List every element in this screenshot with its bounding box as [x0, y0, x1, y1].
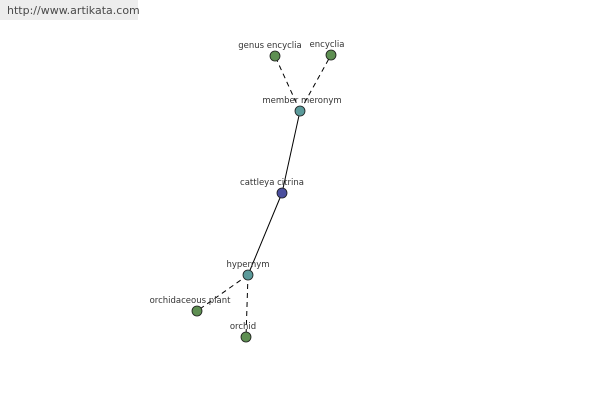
node-label-encyclia: encyclia	[310, 40, 345, 50]
edge-member-meronym-to-encyclia	[299, 54, 332, 112]
edge-hypernym-to-orchid	[245, 274, 249, 338]
edge-cattleya-citrina-to-hypernym	[247, 192, 283, 276]
edge-hypernym-to-orchidaceous-plant	[196, 274, 249, 312]
node-member-meronym[interactable]	[294, 105, 306, 117]
node-orchid[interactable]	[240, 331, 252, 343]
node-label-orchid: orchid	[230, 322, 256, 332]
node-orchidaceous-plant[interactable]	[191, 305, 203, 317]
node-genus-encyclia[interactable]	[269, 50, 281, 62]
node-encyclia[interactable]	[325, 49, 337, 61]
node-label-cattleya-citrina: cattleya citrina	[240, 178, 304, 188]
node-label-hypernym: hypernym	[226, 260, 269, 270]
node-label-genus-encyclia: genus encyclia	[238, 41, 301, 51]
edges-layer	[196, 54, 332, 338]
edge-member-meronym-to-genus-encyclia	[274, 55, 301, 112]
node-label-member-meronym: member meronym	[262, 96, 341, 106]
node-label-orchidaceous-plant: orchidaceous plant	[150, 296, 232, 306]
edge-cattleya-citrina-to-member-meronym	[281, 110, 301, 194]
watermark-url: http://www.artikata.com	[0, 0, 140, 20]
node-hypernym[interactable]	[242, 269, 254, 281]
labels-layer: cattleya citrina member meronym hypernym ge…	[150, 40, 345, 332]
nodes-layer	[191, 49, 337, 343]
node-cattleya-citrina[interactable]	[276, 187, 288, 199]
